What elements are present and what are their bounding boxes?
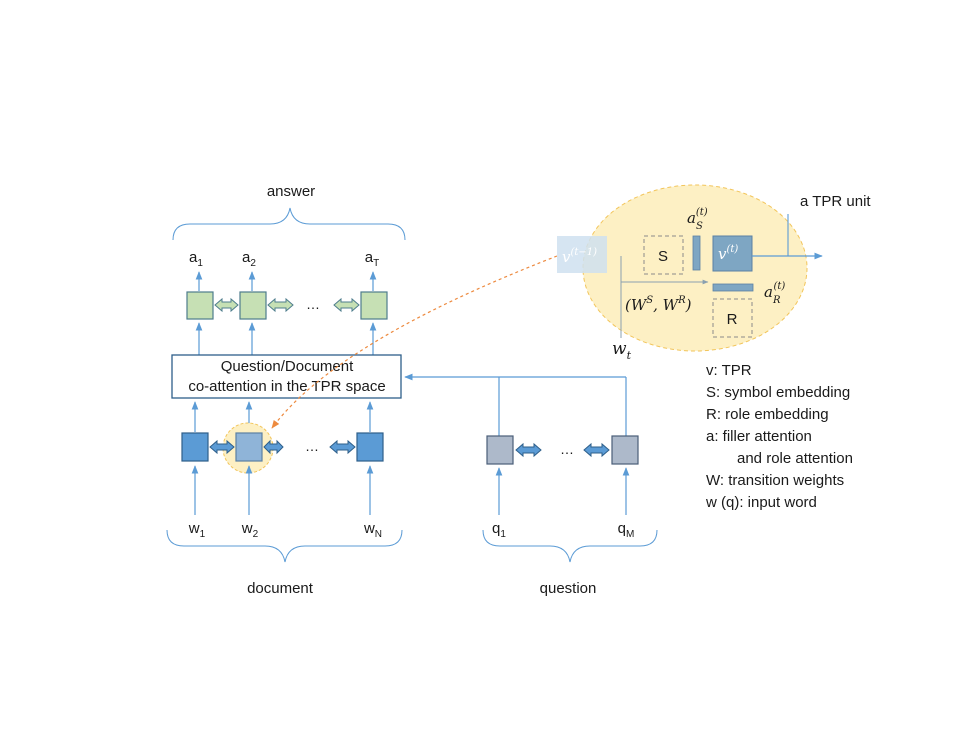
bidirectional-arrow	[214, 297, 239, 313]
document-cell	[181, 432, 209, 462]
ellipsis: …	[560, 441, 574, 457]
document-word-label: wN	[363, 520, 382, 540]
document-cell	[356, 432, 384, 462]
document-word-label: w2	[241, 520, 259, 540]
question-label: question	[540, 580, 597, 597]
role-attention-label: aR(t)	[764, 281, 785, 306]
symbol-attention-label: aS(t)	[687, 207, 708, 232]
coattention-subtitle: co-attention in the TPR space	[188, 378, 385, 395]
bidirectional-arrow	[583, 442, 610, 458]
bidirectional-arrow	[329, 439, 356, 455]
question-word-label: q1	[492, 520, 506, 540]
answer-node-label: a2	[242, 249, 256, 269]
answer-brace	[172, 207, 406, 241]
answer-node-label: a1	[189, 249, 203, 269]
role-embedding-label: R	[727, 311, 738, 328]
document-brace	[166, 529, 403, 563]
answer-cell	[239, 291, 267, 320]
coattention-title: Question/Document	[221, 358, 354, 375]
legend-item: v: TPR	[706, 362, 752, 379]
symbol-embedding-box	[643, 235, 684, 275]
legend-item: W: transition weights	[706, 472, 844, 489]
bidirectional-arrow	[515, 442, 542, 458]
answer-cell	[360, 291, 388, 320]
question-word-label: qM	[618, 520, 635, 540]
bidirectional-arrow	[267, 297, 294, 313]
answer-node-label: aT	[365, 249, 379, 269]
symbol-attention-bar	[692, 235, 701, 271]
bidirectional-arrow	[333, 297, 360, 313]
answer-cell	[186, 291, 214, 320]
symbol-embedding-label: S	[658, 248, 668, 265]
tpr-prev-state-label: v(t−1)	[562, 247, 597, 266]
ellipsis: …	[305, 438, 319, 454]
tpr-prev-state	[557, 236, 607, 273]
document-label: document	[247, 580, 314, 597]
question-brace	[482, 529, 658, 563]
question-cell	[611, 435, 639, 465]
coattention-box	[171, 354, 402, 399]
legend-item: S: symbol embedding	[706, 384, 850, 401]
document-cell-highlighted	[235, 432, 263, 462]
tpr-current-state-label: v(t)	[718, 244, 738, 263]
legend: v: TPR S: symbol embedding R: role embed…	[705, 362, 853, 511]
legend-item: R: role embedding	[706, 406, 829, 423]
answer-label: answer	[267, 183, 315, 200]
bidirectional-arrow	[209, 439, 235, 455]
tpr-zoom-link	[271, 255, 558, 429]
role-embedding-box	[712, 298, 753, 338]
legend-item: w (q): input word	[705, 494, 817, 511]
document-word-label: w1	[188, 520, 206, 540]
tpr-unit-label: a TPR unit	[800, 193, 871, 210]
legend-item: a: filler attention	[706, 428, 812, 445]
tpr-input-word-label: wt	[612, 339, 632, 362]
tpr-current-state	[712, 235, 753, 272]
question-cell	[486, 435, 514, 465]
bidirectional-arrow	[263, 439, 284, 455]
transition-weights-label: (WS, WR)	[625, 295, 692, 314]
ellipsis: …	[306, 296, 320, 312]
role-attention-bar	[712, 283, 754, 292]
legend-item: and role attention	[737, 450, 853, 467]
